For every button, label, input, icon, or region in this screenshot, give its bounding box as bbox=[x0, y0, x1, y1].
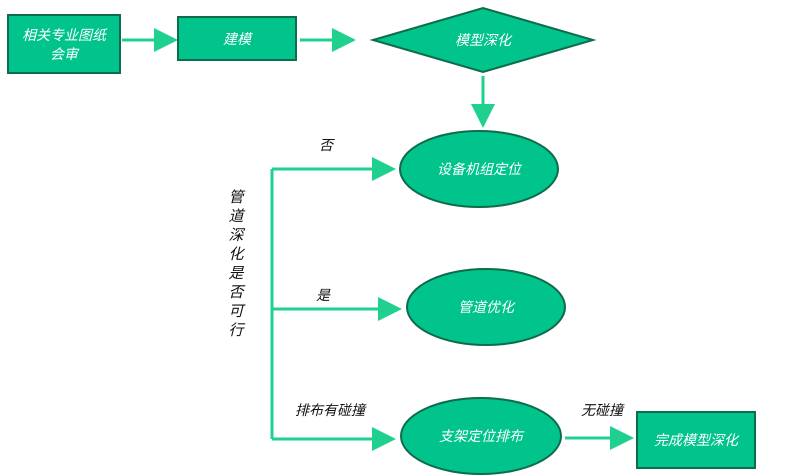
decision-question-char: 管 bbox=[228, 188, 245, 206]
node-pipe-optimization-label: 管道优化 bbox=[458, 300, 516, 316]
decision-question: 管 道 深 化 是 否 可 行 bbox=[228, 188, 246, 339]
node-equipment-positioning-label: 设备机组定位 bbox=[437, 162, 523, 178]
node-pipe-optimization: 管道优化 bbox=[406, 268, 566, 346]
node-drawing-review-line2: 会审 bbox=[50, 47, 80, 63]
node-modeling-label: 建模 bbox=[223, 32, 253, 48]
decision-question-char: 道 bbox=[228, 207, 245, 225]
edge-label-no-collision: 无碰撞 bbox=[581, 403, 625, 419]
decision-question-char: 可 bbox=[228, 302, 246, 320]
node-complete-deepen: 完成模型深化 bbox=[636, 411, 756, 469]
decision-question-char: 化 bbox=[228, 245, 245, 263]
node-equipment-positioning: 设备机组定位 bbox=[399, 130, 559, 208]
node-modeling: 建模 bbox=[177, 16, 297, 61]
edge-label-no: 否 bbox=[319, 138, 335, 154]
node-model-deepen-label: 模型深化 bbox=[455, 33, 513, 49]
node-drawing-review-line1: 相关专业图纸 bbox=[22, 28, 108, 44]
node-support-layout: 支架定位排布 bbox=[400, 397, 562, 475]
node-complete-deepen-label: 完成模型深化 bbox=[654, 433, 740, 449]
decision-question-char: 否 bbox=[228, 283, 245, 301]
decision-question-char: 行 bbox=[228, 321, 245, 339]
node-support-layout-label: 支架定位排布 bbox=[439, 429, 525, 445]
decision-question-char: 是 bbox=[228, 264, 244, 282]
edge-label-yes: 是 bbox=[316, 288, 331, 304]
node-model-deepen: 模型深化 bbox=[369, 6, 597, 74]
edge-label-collision: 排布有碰撞 bbox=[295, 403, 367, 419]
decision-question-char: 深 bbox=[228, 226, 245, 244]
node-drawing-review: 相关专业图纸 会审 bbox=[7, 14, 121, 74]
